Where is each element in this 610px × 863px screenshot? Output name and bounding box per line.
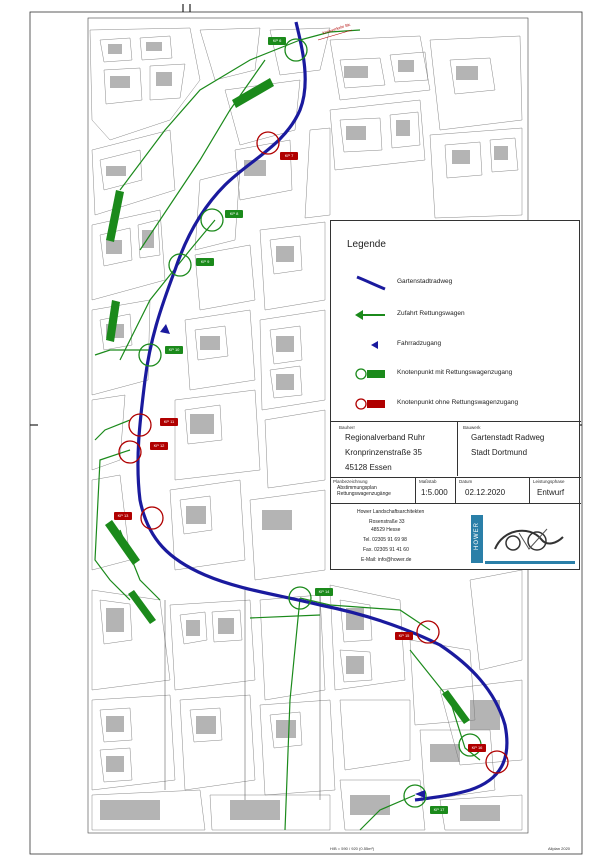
legend-title: Legende	[347, 239, 386, 250]
legend-item-bike: Fahrradzugang	[331, 335, 581, 355]
hower-logo: HOWER	[471, 515, 575, 567]
green-nodes	[138, 38, 482, 808]
red-nodes	[118, 131, 509, 774]
node-tag: KP 12	[150, 442, 168, 450]
legend-label: Fahrradzugang	[397, 340, 442, 347]
node-tag: KP 9	[196, 258, 214, 266]
project-header: Bauwerk	[463, 425, 481, 430]
client-line: Kronprinzenstraße 35	[345, 448, 422, 457]
green-node-icon	[355, 368, 385, 380]
divider	[331, 477, 581, 478]
building-blocks	[100, 42, 508, 821]
legend-label: Knotenpunkt ohne Rettungswagenzugang	[397, 399, 519, 406]
node-tag: KP 15	[395, 632, 413, 640]
date-value: 02.12.2020	[465, 488, 506, 497]
plan-line: Rettungswagenzugänge	[337, 491, 391, 497]
node-tag: KP 14	[315, 588, 333, 596]
street-label-line	[317, 29, 353, 41]
access-arrow-icon	[355, 310, 385, 320]
project-line: Stadt Dortmund	[471, 448, 528, 457]
node-tag: KP 11	[160, 418, 178, 426]
divider	[455, 477, 456, 503]
rail-strips	[164, 590, 321, 800]
footer-software: Allplan 2020	[548, 846, 571, 851]
divider	[331, 503, 581, 504]
legend-label: Gartenstadtradweg	[397, 278, 453, 285]
plan-header: Planbezeichnung	[333, 479, 368, 484]
client-line: 45128 Essen	[345, 463, 392, 472]
legend-label: Zufahrt Rettungswagen	[397, 310, 465, 317]
logo-emblem-icon	[494, 528, 564, 551]
route-line-icon	[356, 275, 386, 291]
bike-arrow-icon	[371, 341, 378, 349]
node-tag: KP 17	[430, 806, 448, 814]
office-line: E-Mail: info@hower.de	[361, 557, 412, 563]
office-line: Tel. 02305 91 69 98	[363, 537, 407, 543]
scale-header: Maßstab	[419, 479, 437, 484]
office-line: Hower Landschaftsarchitekten	[357, 509, 425, 515]
legend-item-green-node: Knotenpunkt mit Rettungswagenzugang	[331, 364, 581, 384]
footer-size: H/B = 590 / 920 (0.55m²)	[330, 846, 375, 851]
main-route	[136, 21, 509, 802]
node-tag: KP 8	[225, 210, 243, 218]
sheet-ticks	[30, 4, 582, 426]
legend-item-route: Gartenstadtradweg	[331, 273, 581, 293]
legend-item-access: Zufahrt Rettungswagen	[331, 305, 581, 325]
legend-panel: Legende Gartenstadtradweg Zufahrt Rettun…	[330, 220, 581, 570]
bike-access-arrows	[160, 324, 425, 798]
red-node-icon	[355, 398, 385, 410]
project-line: Gartenstadt Radweg	[471, 433, 545, 442]
access-routes	[94, 29, 481, 831]
divider	[415, 477, 416, 503]
phase-header: Leistungsphase	[533, 479, 565, 484]
logo-text: HOWER	[474, 522, 480, 550]
node-tag: KP 6	[268, 37, 286, 45]
date-header: Datum	[459, 479, 473, 484]
office-line: Rosenstraße 33	[369, 519, 405, 525]
divider	[331, 421, 581, 422]
legend-label: Knotenpunkt mit Rettungswagenzugang	[397, 369, 513, 376]
office-line: Fax. 02305 91 41 60	[363, 547, 409, 553]
legend-item-red-node: Knotenpunkt ohne Rettungswagenzugang	[331, 394, 581, 414]
cadastral-parcels	[89, 27, 523, 831]
divider	[457, 421, 458, 476]
access-arrows	[105, 78, 470, 724]
client-line: Regionalverband Ruhr	[345, 433, 426, 442]
node-tag: KP 10	[165, 346, 183, 354]
logo-bottom-bar	[485, 561, 575, 564]
logo-bar	[471, 515, 483, 563]
phase-value: Entwurf	[537, 488, 565, 497]
node-tag: KP 7	[280, 152, 298, 160]
divider	[529, 477, 530, 503]
node-tag: KP 16	[468, 744, 486, 752]
node-tag: KP 13	[114, 512, 132, 520]
office-line: 48529 Hesse	[371, 527, 401, 533]
client-header: Bauherr	[339, 425, 356, 430]
scale-value: 1:5.000	[421, 488, 448, 497]
plan-line: Abstimmungsplan	[337, 485, 377, 491]
